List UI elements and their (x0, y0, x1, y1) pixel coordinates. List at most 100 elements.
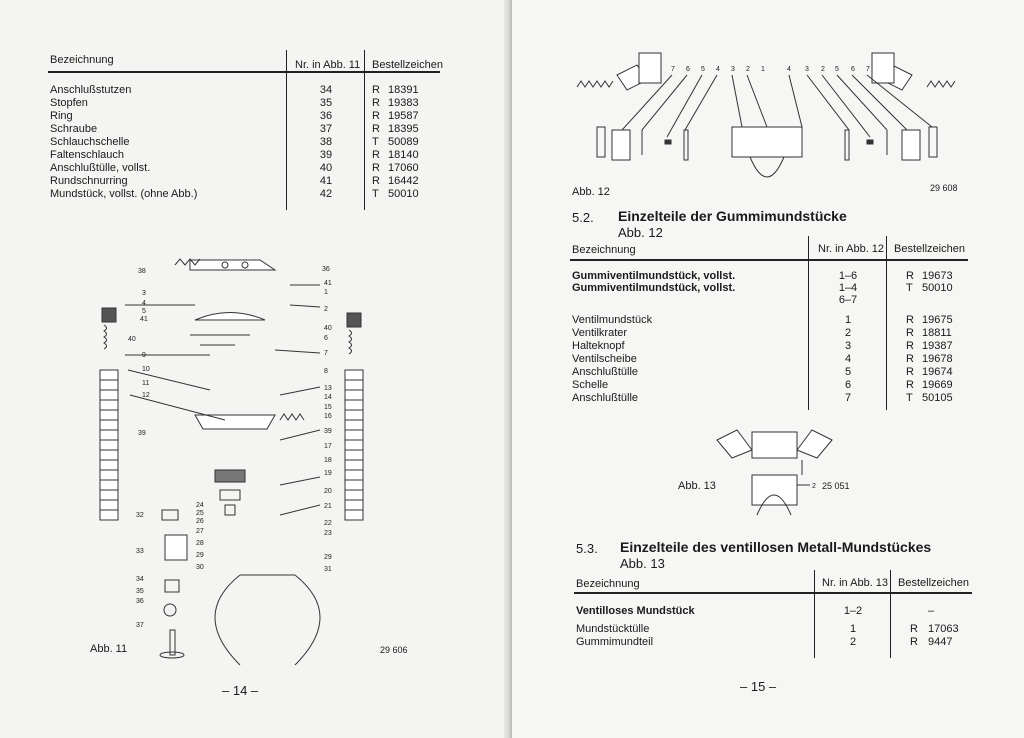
table-row-code: 19387 (922, 340, 953, 352)
diagram-label: 38 (138, 268, 146, 275)
table-row-name: Anschlußtülle, vollst. (50, 162, 151, 174)
table-row-nr: 1–4 (838, 282, 858, 294)
diagram-label: 6 (851, 66, 855, 73)
table-row-nr: 34 (319, 84, 333, 96)
table-row-nr: 4 (844, 353, 852, 365)
table-row-type: T (906, 392, 913, 404)
diagram-label: 4 (787, 66, 791, 73)
diagram-label: 36 (136, 598, 144, 605)
table-row-name: Anschlußtülle (572, 366, 639, 378)
table-row-nr: 2 (849, 636, 857, 648)
column-header-bezeichnung: Bezeichnung (50, 54, 114, 66)
section-number-53: 5.3. (576, 541, 598, 556)
diagram-label: 2 (821, 66, 825, 73)
table-row-name: Gummiventilmundstück, vollst. (572, 282, 736, 294)
diagram-label: 2 (324, 306, 328, 313)
diagram-label: 7 (671, 66, 675, 73)
table-row-nr: 37 (319, 123, 333, 135)
diagram-label: 17 (324, 443, 332, 450)
table-row-nr: 38 (319, 136, 333, 148)
table-row-name: Anschlußtülle (572, 392, 639, 404)
table-row-name: Anschlußstutzen (50, 84, 132, 96)
table-row-type: R (906, 327, 914, 339)
diagram-label: 2 (746, 66, 750, 73)
diagram-label: 2 (812, 483, 816, 490)
column-header-nr: Nr. in Abb. 11 (295, 59, 361, 71)
table-row-name: Faltenschlauch (50, 149, 124, 161)
table-row-name: Ventilloses Mundstück (576, 605, 695, 617)
diagram-label: 10 (142, 366, 150, 373)
diagram-label: 21 (324, 503, 332, 510)
column-header-nr: Nr. in Abb. 13 (822, 577, 889, 589)
column-divider (286, 50, 287, 210)
diagram-label: 7 (866, 66, 870, 73)
table-row-nr: 36 (319, 110, 333, 122)
diagram-label: 1 (324, 289, 328, 296)
column-divider (814, 570, 815, 658)
figure-number-13: 25 051 (822, 481, 850, 491)
table-row-nr: 41 (319, 175, 333, 187)
table-row-name: Schraube (50, 123, 98, 135)
diagram-label: 41 (140, 316, 148, 323)
figure-number: 29 606 (380, 645, 408, 655)
diagram-label: 40 (128, 336, 136, 343)
header-rule (48, 71, 440, 73)
table-row-type: R (910, 636, 918, 648)
table-row-name: Gummimundteil (576, 636, 654, 648)
table-row-code: 19678 (922, 353, 953, 365)
table-row-code: 18391 (388, 84, 419, 96)
table-row-name: Halteknopf (572, 340, 625, 352)
section-title-53: Einzelteile des ventillosen Metall-Munds… (620, 539, 932, 555)
table-row-type: R (372, 84, 380, 96)
diagram-label: 35 (136, 588, 144, 595)
column-header-bestellzeichen: Bestellzeichen (372, 59, 443, 71)
table-row-type: T (906, 282, 913, 294)
diagram-label: 29 (324, 554, 332, 561)
diagram-label: 34 (136, 576, 144, 583)
table-row-code: 50010 (922, 282, 953, 294)
diagram-label: 5 (142, 308, 146, 315)
diagram-label: 1 (761, 66, 765, 73)
section-title-52: Einzelteile der Gummimundstücke (618, 208, 847, 224)
diagram-label: 23 (324, 530, 332, 537)
diagram-label: 12 (142, 392, 150, 399)
figure-number-12: 29 608 (930, 183, 958, 193)
table-row-code: 19669 (922, 379, 953, 391)
table-row-name: Schlauchschelle (50, 136, 130, 148)
column-divider (890, 570, 891, 658)
diagram-label: 36 (322, 266, 330, 273)
diagram-label: 4 (142, 300, 146, 307)
figure-caption-13: Abb. 13 (678, 480, 716, 492)
table-row-code: 18140 (388, 149, 419, 161)
diagram-label: 20 (324, 488, 332, 495)
exploded-diagram-abb12: 7 6 5 4 3 2 1 4 3 2 5 6 7 (576, 52, 956, 178)
diagram-label: 4 (716, 66, 720, 73)
table-row-nr: 2 (844, 327, 852, 339)
diagram-label: 27 (196, 528, 204, 535)
diagram-label: 7 (324, 350, 328, 357)
table-row-type: R (910, 623, 918, 635)
table-row-type: T (372, 188, 379, 200)
diagram-label: 18 (324, 457, 332, 464)
table-row-name: Mundstück, vollst. (ohne Abb.) (50, 188, 198, 200)
table-row-type: R (372, 175, 380, 187)
table-row-code: 18811 (922, 327, 952, 339)
table-row-type: R (906, 366, 914, 378)
diagram-label: 3 (731, 66, 735, 73)
diagram-label: 19 (324, 470, 332, 477)
table-row-name: Schelle (572, 379, 609, 391)
section-subtitle-52: Abb. 12 (618, 225, 663, 240)
diagram-label: 8 (324, 368, 328, 375)
page-number: – 14 – (222, 683, 259, 698)
diagram-label: 3 (805, 66, 809, 73)
table-row-nr: 35 (319, 97, 333, 109)
table-row-nr: 39 (319, 149, 333, 161)
diagram-label: 11 (142, 380, 149, 387)
table-row-name: Ventilmundstück (572, 314, 653, 326)
table-row-code: 16442 (388, 175, 419, 187)
table-row-nr: 1 (849, 623, 857, 635)
table-row-code: 50010 (388, 188, 419, 200)
table-row-code: – (928, 605, 935, 617)
diagram-label: 40 (324, 325, 332, 332)
diagram-label: 26 (196, 518, 204, 525)
